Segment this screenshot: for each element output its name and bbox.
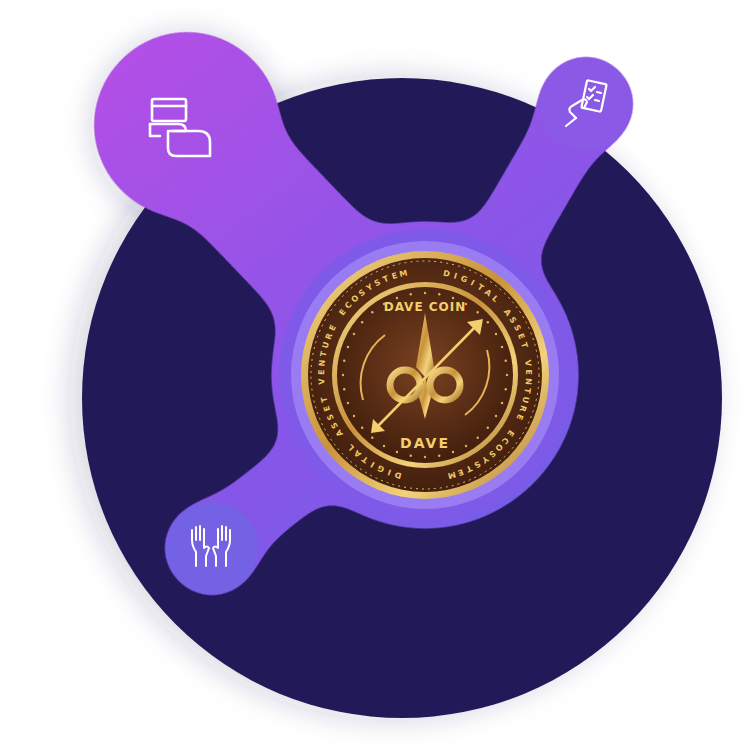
ring-letter: E xyxy=(317,367,327,377)
ring-letter: G xyxy=(457,273,470,286)
ring-letter: T xyxy=(318,348,330,360)
coin-node: DAVE COINDIGITAL ASSET VENTURE ECOSYSTEM… xyxy=(300,250,550,500)
icon-circle xyxy=(97,35,277,215)
ring-letter xyxy=(317,385,328,396)
ring-letter: V xyxy=(317,376,328,387)
ring-letter xyxy=(520,348,532,360)
ring-letter: N xyxy=(522,376,533,387)
ring-letter: M xyxy=(398,268,410,280)
ring-letter: V xyxy=(522,358,533,369)
text-run: DAVE xyxy=(400,435,450,451)
ring-letter: D xyxy=(392,468,404,480)
purple-blob xyxy=(97,35,632,594)
raised-hands-icon xyxy=(192,526,230,566)
ring-text: DIGITAL ASSET VENTURE ECOSYSTEM xyxy=(300,250,550,500)
ring-letter: T xyxy=(517,339,529,351)
coin-illustration xyxy=(300,250,550,500)
coin-halo xyxy=(279,229,571,521)
coin-halo xyxy=(291,241,559,509)
ring-letter: E xyxy=(514,330,527,343)
ring-letter: D xyxy=(440,268,452,280)
ring-text: DIGITAL ASSET VENTURE ECOSYSTEM xyxy=(300,250,550,500)
ring-letter: N xyxy=(317,358,328,369)
payment-hand-icon xyxy=(150,99,210,156)
text-run: DAVE COIN xyxy=(384,300,467,314)
ring-letter: T xyxy=(319,394,331,406)
icon-circle xyxy=(540,58,632,150)
ring-letter: G xyxy=(374,462,387,475)
ring-letter: T xyxy=(521,385,532,396)
ring-letter: M xyxy=(446,468,458,480)
coin-brand: DAVE xyxy=(300,435,550,451)
ring-letter: E xyxy=(523,367,533,377)
document-hand-icon xyxy=(566,80,607,126)
ring-letter: U xyxy=(519,394,531,406)
icon-circle xyxy=(166,502,258,594)
